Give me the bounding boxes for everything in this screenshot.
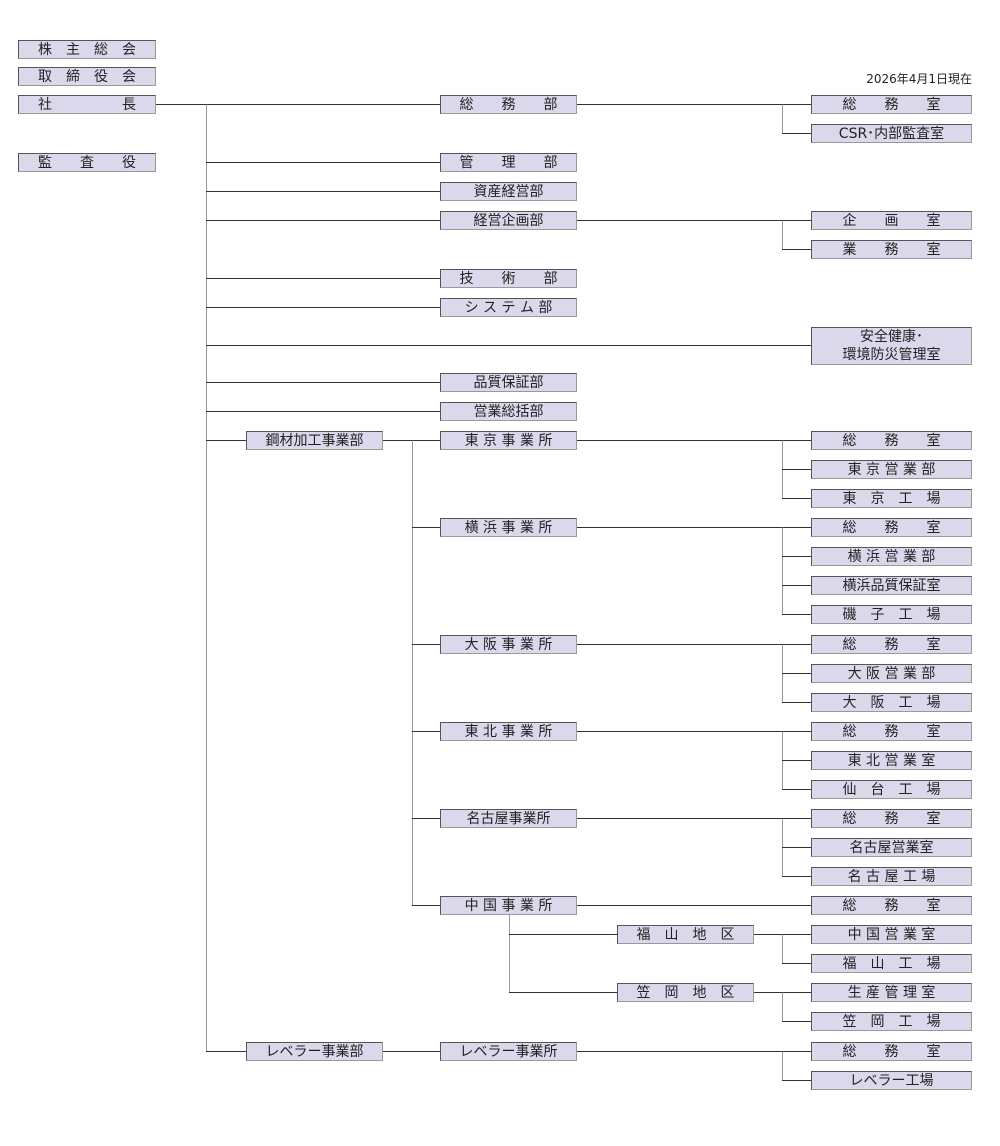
leveler-division-box: レベラー事業部 xyxy=(246,1042,383,1061)
section-business-box: 業 務 室 xyxy=(811,240,972,259)
section-yokohama-sales-box: 横 浜 営 業 部 xyxy=(811,547,972,566)
section-tokyo-factory-box: 東 京 工 場 xyxy=(811,489,972,508)
section-yokohama-ga-box: 総 務 室 xyxy=(811,518,972,537)
dept-leveler-office-box: レベラー事業所 xyxy=(440,1042,577,1061)
as-of-date: 2026年4月1日現在 xyxy=(866,72,972,86)
dept-technology-box: 技 術 部 xyxy=(440,269,577,288)
board-of-directors-box: 取 締 役 会 xyxy=(18,67,156,86)
shareholders-meeting-box: 株 主 総 会 xyxy=(18,40,156,59)
section-tokyo-sales-box: 東 京 営 業 部 xyxy=(811,460,972,479)
dept-management-box: 管 理 部 xyxy=(440,153,577,172)
section-nagoya-sales-box: 名古屋営業室 xyxy=(811,838,972,857)
section-planning-box: 企 画 室 xyxy=(811,211,972,230)
dept-tokyo-box: 東 京 事 業 所 xyxy=(440,431,577,450)
district-kasaoka-box: 笠 岡 地 区 xyxy=(617,983,754,1002)
section-leveler-factory-box: レベラー工場 xyxy=(811,1071,972,1090)
dept-asset-mgmt-box: 資産経営部 xyxy=(440,182,577,201)
section-leveler-ga-box: 総 務 室 xyxy=(811,1042,972,1061)
section-fukuyama-factory-box: 福 山 工 場 xyxy=(811,954,972,973)
section-csr-box: CSR･内部監査室 xyxy=(811,124,972,143)
dept-tohoku-box: 東 北 事 業 所 xyxy=(440,722,577,741)
section-safety-box: 安全健康･ 環境防災管理室 xyxy=(811,326,972,365)
section-nagoya-factory-box: 名 古 屋 工 場 xyxy=(811,867,972,886)
dept-system-box: シ ス テ ム 部 xyxy=(440,298,577,317)
section-chugoku-sales-box: 中 国 営 業 室 xyxy=(811,925,972,944)
section-yokohama-quality-box: 横浜品質保証室 xyxy=(811,576,972,595)
dept-general-affairs-box: 総 務 部 xyxy=(440,95,577,114)
section-sendai-factory-box: 仙 台 工 場 xyxy=(811,780,972,799)
section-kasaoka-factory-box: 笠 岡 工 場 xyxy=(811,1012,972,1031)
district-fukuyama-box: 福 山 地 区 xyxy=(617,925,754,944)
dept-sales-box: 営業総括部 xyxy=(440,402,577,421)
dept-osaka-box: 大 阪 事 業 所 xyxy=(440,635,577,654)
auditor-box: 監 査 役 xyxy=(18,153,156,172)
section-tohoku-ga-box: 総 務 室 xyxy=(811,722,972,741)
dept-yokohama-box: 横 浜 事 業 所 xyxy=(440,518,577,537)
section-tokyo-ga-box: 総 務 室 xyxy=(811,431,972,450)
section-ga-office-box: 総 務 室 xyxy=(811,95,972,114)
section-osaka-factory-box: 大 阪 工 場 xyxy=(811,693,972,712)
section-chugoku-ga-box: 総 務 室 xyxy=(811,896,972,915)
dept-quality-box: 品質保証部 xyxy=(440,373,577,392)
dept-chugoku-box: 中 国 事 業 所 xyxy=(440,896,577,915)
section-nagoya-ga-box: 総 務 室 xyxy=(811,809,972,828)
dept-nagoya-box: 名古屋事業所 xyxy=(440,809,577,828)
dept-corp-planning-box: 経営企画部 xyxy=(440,211,577,230)
section-isogo-factory-box: 磯 子 工 場 xyxy=(811,605,972,624)
steel-processing-division-box: 鋼材加工事業部 xyxy=(246,431,383,450)
president-box: 社 長 xyxy=(18,95,156,114)
section-osaka-sales-box: 大 阪 営 業 部 xyxy=(811,664,972,683)
section-tohoku-sales-box: 東 北 営 業 室 xyxy=(811,751,972,770)
section-production-mgmt-box: 生 産 管 理 室 xyxy=(811,983,972,1002)
section-osaka-ga-box: 総 務 室 xyxy=(811,635,972,654)
